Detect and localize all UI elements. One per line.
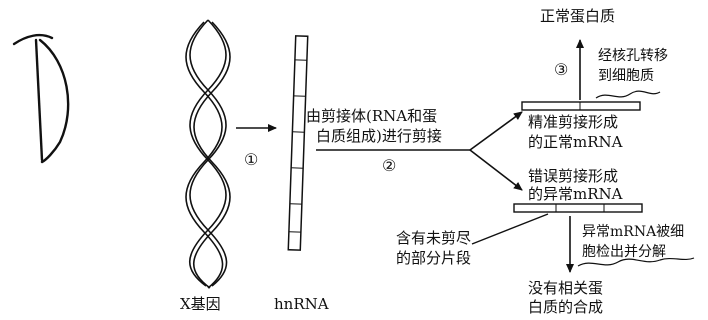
dna-double-helix (186, 20, 230, 288)
handwritten-letter-d (14, 35, 68, 162)
wrong-splice-label-line2: 的异常mRNA (528, 186, 622, 203)
no-protein-label-line1: 没有相关蛋 (528, 280, 603, 297)
normal-mrna-bar (522, 102, 640, 110)
hnrna-label: hnRNA (274, 296, 329, 313)
abnormal-degraded-label-line2: 胞检出并分解 (582, 244, 666, 261)
wrong-splice-label-line1: 错误剪接形成 (528, 168, 618, 185)
step1-marker: ① (244, 152, 258, 168)
branch-arrow-abnormal (470, 150, 522, 190)
uncut-fragment-label-line2: 的部分片段 (396, 250, 471, 267)
hnrna-bar (288, 36, 307, 250)
step3-marker: ③ (554, 62, 568, 78)
no-protein-label-line2: 白质的合成 (528, 299, 603, 316)
nuclear-pore-label-line1: 经核孔转移 (598, 48, 668, 65)
correct-splice-label-line1: 精准剪接形成 (528, 114, 618, 131)
abnormal-mrna-bar (514, 204, 642, 212)
uncut-pointer-line (472, 214, 548, 244)
correct-splice-label-line2: 的正常mRNA (528, 134, 622, 151)
branch-arrow-normal (470, 112, 522, 150)
spliceosome-label-line1: 由剪接体(RNA和蛋 (306, 108, 437, 125)
abnormal-degraded-label-line1: 异常mRNA被细 (582, 224, 684, 241)
spliceosome-label-line2: 白质组成)进行剪接 (316, 128, 442, 145)
x-gene-label: X基因 (180, 296, 221, 313)
step2-marker: ② (382, 158, 396, 174)
normal-protein-label: 正常蛋白质 (540, 8, 615, 25)
nuclear-pore-label-line2: 到细胞质 (598, 68, 654, 85)
uncut-fragment-label-line1: 含有未剪尽 (396, 230, 471, 247)
cytoplasm-wave (596, 91, 660, 98)
